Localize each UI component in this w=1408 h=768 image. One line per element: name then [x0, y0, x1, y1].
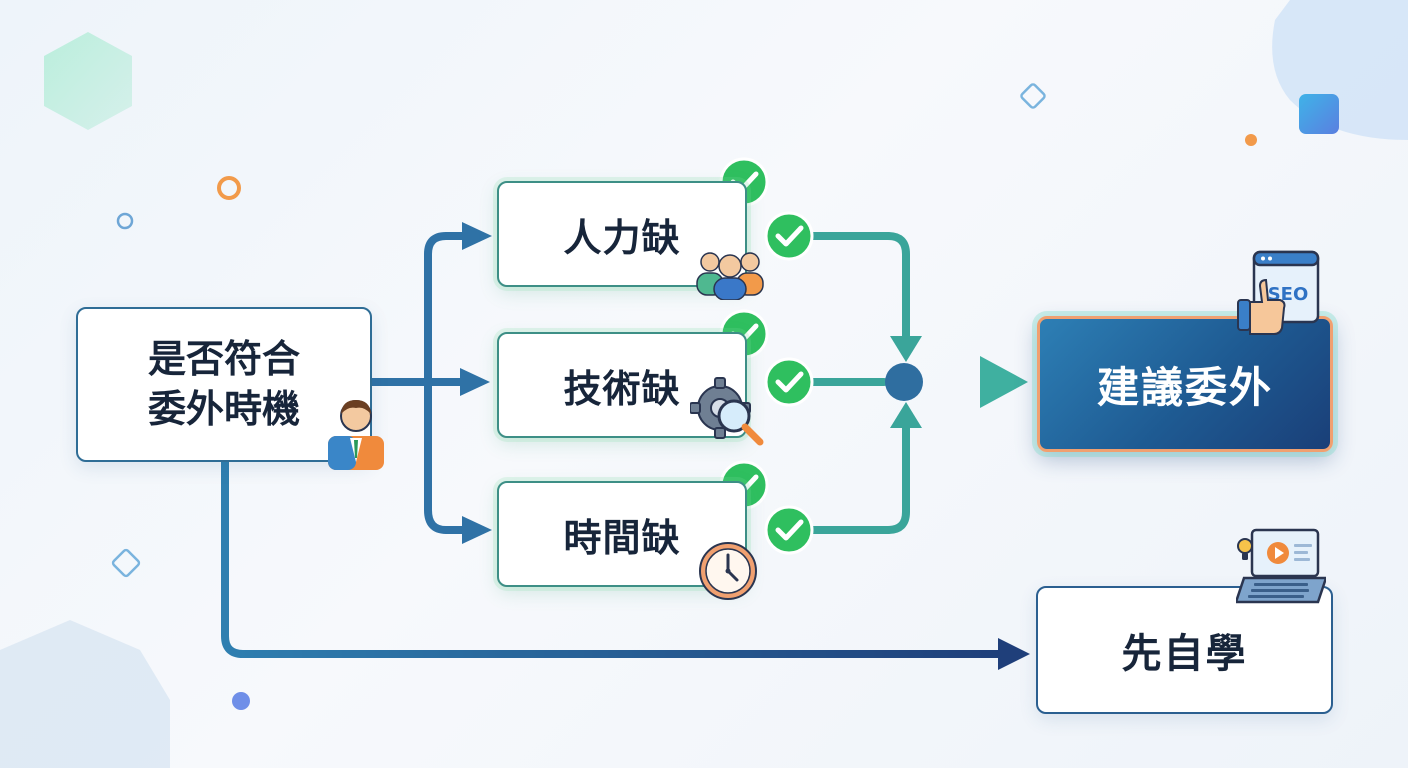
hexagon-decor: [44, 32, 132, 130]
outsource-arrowhead: [980, 356, 1028, 408]
outsource-node: 建議委外: [1037, 316, 1333, 452]
team-icon: [696, 252, 764, 300]
start-node-line2: 委外時機: [147, 386, 300, 431]
check-circle-icon: [764, 211, 814, 261]
corner-hexagon-decor: [0, 620, 170, 768]
diamond-decor-left: [111, 548, 141, 578]
blue-dot-decor: [232, 692, 250, 710]
clock-icon: [699, 542, 757, 600]
gear-magnifier-icon: [690, 377, 764, 446]
start-node: 是否符合 委外時機: [76, 307, 372, 462]
blue-ring-decor: [116, 212, 134, 230]
technology-node: 技術缺: [497, 332, 747, 438]
start-node-line1: 是否符合: [147, 337, 300, 382]
person-icon: [328, 400, 384, 470]
orange-dot-decor: [1245, 134, 1257, 146]
time-label: 時間缺: [563, 515, 681, 560]
corner-blob-decor: [1272, 0, 1408, 140]
self-learn-path: [221, 458, 1004, 658]
check-circle-icon: [764, 505, 814, 555]
branch-arrowheads: [460, 222, 1030, 670]
diamond-decor: [1020, 83, 1046, 109]
gradient-square-decor: [1299, 94, 1339, 134]
manpower-label: 人力缺: [563, 215, 681, 260]
technology-label: 技術缺: [563, 366, 681, 411]
branch-connectors: [221, 232, 1004, 658]
merge-junction: [885, 363, 923, 401]
orange-ring-decor: [217, 176, 241, 200]
seo-thumbs-up-icon: SEO: [1237, 250, 1320, 335]
outsource-label: 建議委外: [1096, 362, 1273, 412]
laptop-video-icon: [1236, 528, 1326, 604]
self-learn-label: 先自學: [1121, 631, 1248, 677]
merge-connectors: [808, 232, 910, 534]
merge-arrowheads: [890, 336, 922, 428]
check-circle-icon: [764, 357, 814, 407]
self-learn-node: 先自學: [1036, 586, 1333, 714]
